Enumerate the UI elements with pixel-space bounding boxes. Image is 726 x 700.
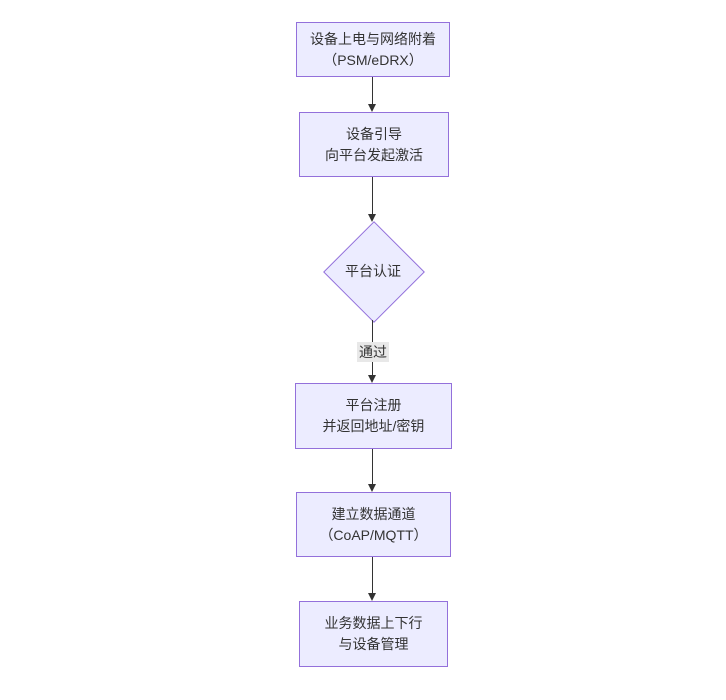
arrowhead-icon <box>368 104 376 112</box>
node-label-line: 与设备管理 <box>338 636 409 652</box>
flow-node-platform-auth-decision: 平台认证 <box>322 221 425 323</box>
arrowhead-icon <box>368 375 376 383</box>
node-label-line: （CoAP/MQTT） <box>319 526 428 543</box>
arrowhead-icon <box>368 593 376 601</box>
edge-line-a-b <box>372 77 373 104</box>
node-label-line: 业务数据上下行 <box>324 615 423 631</box>
edge-label-pass: 通过 <box>357 342 389 362</box>
flow-node-device-bootstrap: 设备引导 向平台发起激活 <box>299 112 449 177</box>
flow-node-business-data-device-mgmt: 业务数据上下行 与设备管理 <box>299 601 448 667</box>
flow-node-power-on-network-attach: 设备上电与网络附着 （PSM/eDRX） <box>296 22 450 77</box>
flow-node-data-channel: 建立数据通道 （CoAP/MQTT） <box>296 492 451 557</box>
node-label-line: 建立数据通道 <box>331 505 416 522</box>
node-label-line: 设备上电与网络附着 <box>310 30 436 47</box>
node-label-line: 平台注册 <box>345 397 402 413</box>
edge-line-d-e <box>372 449 373 484</box>
flow-node-platform-register: 平台注册 并返回地址/密钥 <box>295 383 452 449</box>
edge-line-e-f <box>372 557 373 593</box>
arrowhead-icon <box>368 484 376 492</box>
node-label-line: 平台认证 <box>345 263 401 279</box>
edge-line-b-c <box>372 177 373 214</box>
node-label-line: 设备引导 <box>346 125 402 142</box>
node-label-line: 并返回地址/密钥 <box>322 418 425 434</box>
arrowhead-icon <box>368 214 376 222</box>
node-label-line: （PSM/eDRX） <box>323 51 423 68</box>
node-label-line: 向平台发起激活 <box>325 146 423 163</box>
